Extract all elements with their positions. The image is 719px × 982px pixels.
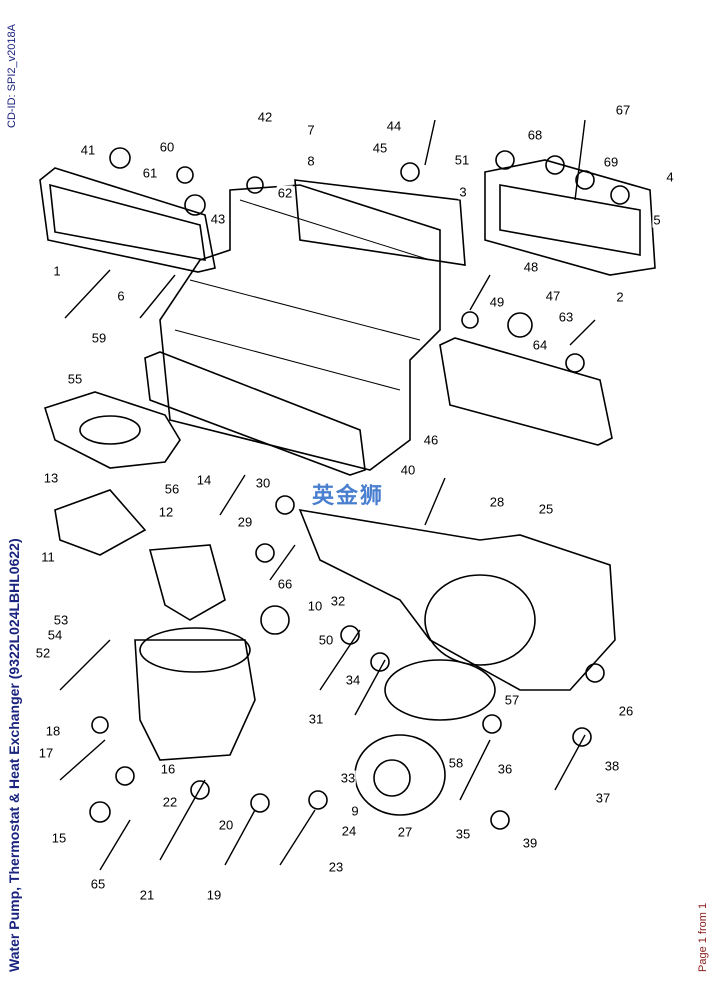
callout: 29 [236, 514, 254, 530]
washers [89, 147, 630, 830]
callout: 52 [34, 645, 52, 661]
callout: 21 [138, 887, 156, 903]
callout: 65 [89, 876, 107, 892]
callout: 69 [602, 154, 620, 170]
callout: 62 [276, 185, 294, 201]
gasket-40 [144, 351, 366, 476]
callout: 33 [339, 770, 357, 786]
callout: 57 [503, 692, 521, 708]
callout: 8 [306, 153, 316, 169]
callout: 1 [52, 263, 62, 279]
callout: 12 [157, 504, 175, 520]
cylinder-head [159, 184, 441, 471]
watermark: 英金狮 [312, 483, 385, 508]
callout: 64 [531, 337, 549, 353]
callout: 32 [329, 593, 347, 609]
callout: 41 [79, 142, 97, 158]
callout: 56 [163, 481, 181, 497]
callout: 31 [307, 711, 325, 727]
callout: 30 [254, 475, 272, 491]
callout: 51 [453, 152, 471, 168]
pump-27 [354, 734, 446, 816]
callout: 27 [396, 824, 414, 840]
callout: 22 [161, 794, 179, 810]
thermostat-12 [148, 544, 226, 621]
callout: 24 [340, 823, 358, 839]
thermostat-13 [54, 489, 147, 556]
callout: 40 [399, 462, 417, 478]
callout: 7 [306, 122, 316, 138]
callout: 26 [617, 703, 635, 719]
callout: 47 [544, 288, 562, 304]
callout: 17 [37, 745, 55, 761]
callout: 15 [50, 830, 68, 846]
callout: 53 [52, 612, 70, 628]
callout: 5 [652, 212, 662, 228]
gasket-1 [39, 167, 216, 273]
callout: 6 [116, 288, 126, 304]
callout: 23 [327, 859, 345, 875]
gasket-3 [294, 179, 466, 266]
callout: 59 [90, 330, 108, 346]
callout: 66 [276, 576, 294, 592]
callout: 44 [385, 118, 403, 134]
callout: 16 [159, 761, 177, 777]
callout: 3 [458, 184, 468, 200]
callout: 63 [557, 309, 575, 325]
water-pump-25 [298, 508, 616, 691]
cover-55 [43, 391, 181, 469]
callout: 10 [306, 598, 324, 614]
callout: 49 [488, 294, 506, 310]
callout: 43 [209, 211, 227, 227]
callout: 54 [46, 627, 64, 643]
callout: 19 [205, 887, 223, 903]
callout: 45 [371, 140, 389, 156]
callout: 58 [447, 755, 465, 771]
gasket-2 [484, 159, 656, 276]
callout: 55 [66, 371, 84, 387]
callout: 28 [488, 494, 506, 510]
callout: 36 [496, 761, 514, 777]
callout: 4 [665, 169, 675, 185]
callout: 13 [42, 470, 60, 486]
callout: 18 [44, 723, 62, 739]
callout: 34 [344, 672, 362, 688]
callout: 68 [526, 127, 544, 143]
callout: 60 [158, 139, 176, 155]
bolts [59, 119, 596, 871]
callout: 35 [454, 826, 472, 842]
callout: 38 [603, 758, 621, 774]
callout: 9 [350, 803, 360, 819]
callout: 48 [522, 259, 540, 275]
callout: 61 [141, 165, 159, 181]
callout: 37 [594, 790, 612, 806]
callout: 67 [614, 102, 632, 118]
callout: 42 [256, 109, 274, 125]
callout: 50 [317, 632, 335, 648]
gasket-46 [439, 337, 613, 446]
callout: 46 [422, 432, 440, 448]
callout: 25 [537, 501, 555, 517]
callout: 14 [195, 472, 213, 488]
callout: 39 [521, 835, 539, 851]
callout: 2 [615, 289, 625, 305]
thermostat-housing [134, 639, 256, 761]
callout: 11 [40, 549, 56, 565]
callout: 20 [217, 817, 235, 833]
